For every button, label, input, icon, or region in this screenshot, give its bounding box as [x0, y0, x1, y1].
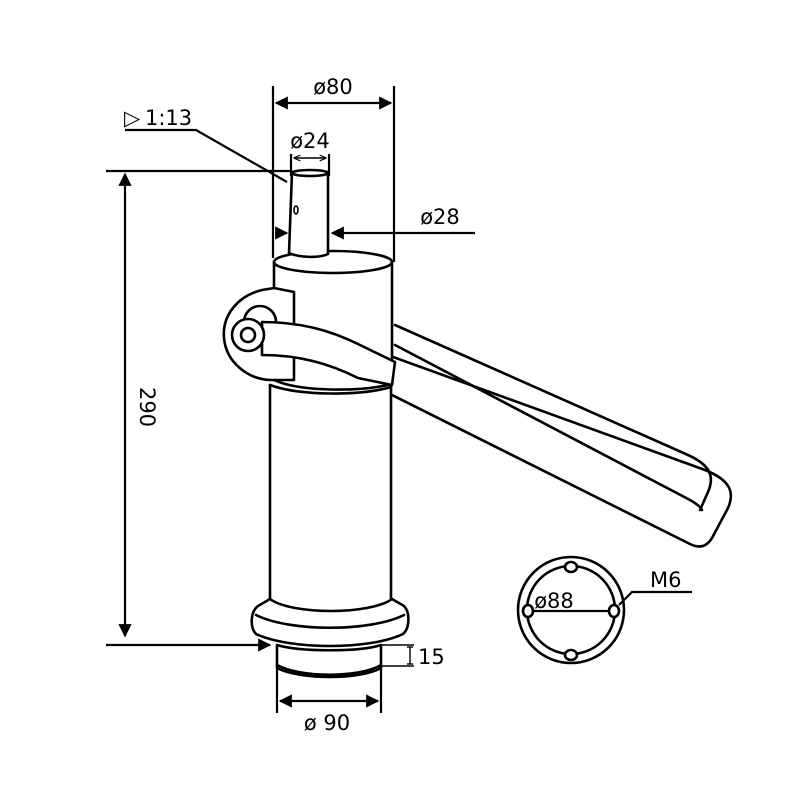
- bolt-circle-label: ø88: [534, 589, 574, 613]
- bolt-hole-right: [607, 603, 621, 619]
- spigot: [275, 643, 383, 679]
- dimension-taper: ▷ 1:13: [124, 106, 288, 183]
- bolt-hole-bottom: [563, 648, 579, 662]
- taper-label: 1:13: [145, 106, 192, 130]
- shaft-diameter-label: ø28: [420, 205, 460, 229]
- pivot-boss: [222, 286, 397, 387]
- bolt-hole-left: [521, 603, 535, 619]
- dimension-spigot-height: 15: [382, 644, 445, 669]
- thread-label: M6: [650, 568, 681, 592]
- dimension-shaft-diameter: ø28: [275, 205, 475, 240]
- lower-barrel: [268, 380, 393, 602]
- flange-plan-view: ø88 M6: [516, 555, 692, 665]
- dimension-overall-height: 290: [106, 169, 290, 652]
- dimension-spindle-diameter: ø24: [289, 129, 331, 176]
- dimension-base-diameter: ø 90: [275, 668, 383, 735]
- spigot-height-label: 15: [418, 645, 445, 669]
- base-flange: [250, 597, 410, 648]
- spindle-diameter-label: ø24: [290, 129, 330, 153]
- bolt-hole-top: [563, 560, 579, 574]
- base-diameter-label: ø 90: [304, 711, 350, 735]
- spindle: [287, 168, 330, 259]
- top-diameter-label: ø80: [313, 75, 353, 99]
- taper-symbol: ▷: [124, 106, 141, 130]
- overall-height-label: 290: [135, 387, 159, 427]
